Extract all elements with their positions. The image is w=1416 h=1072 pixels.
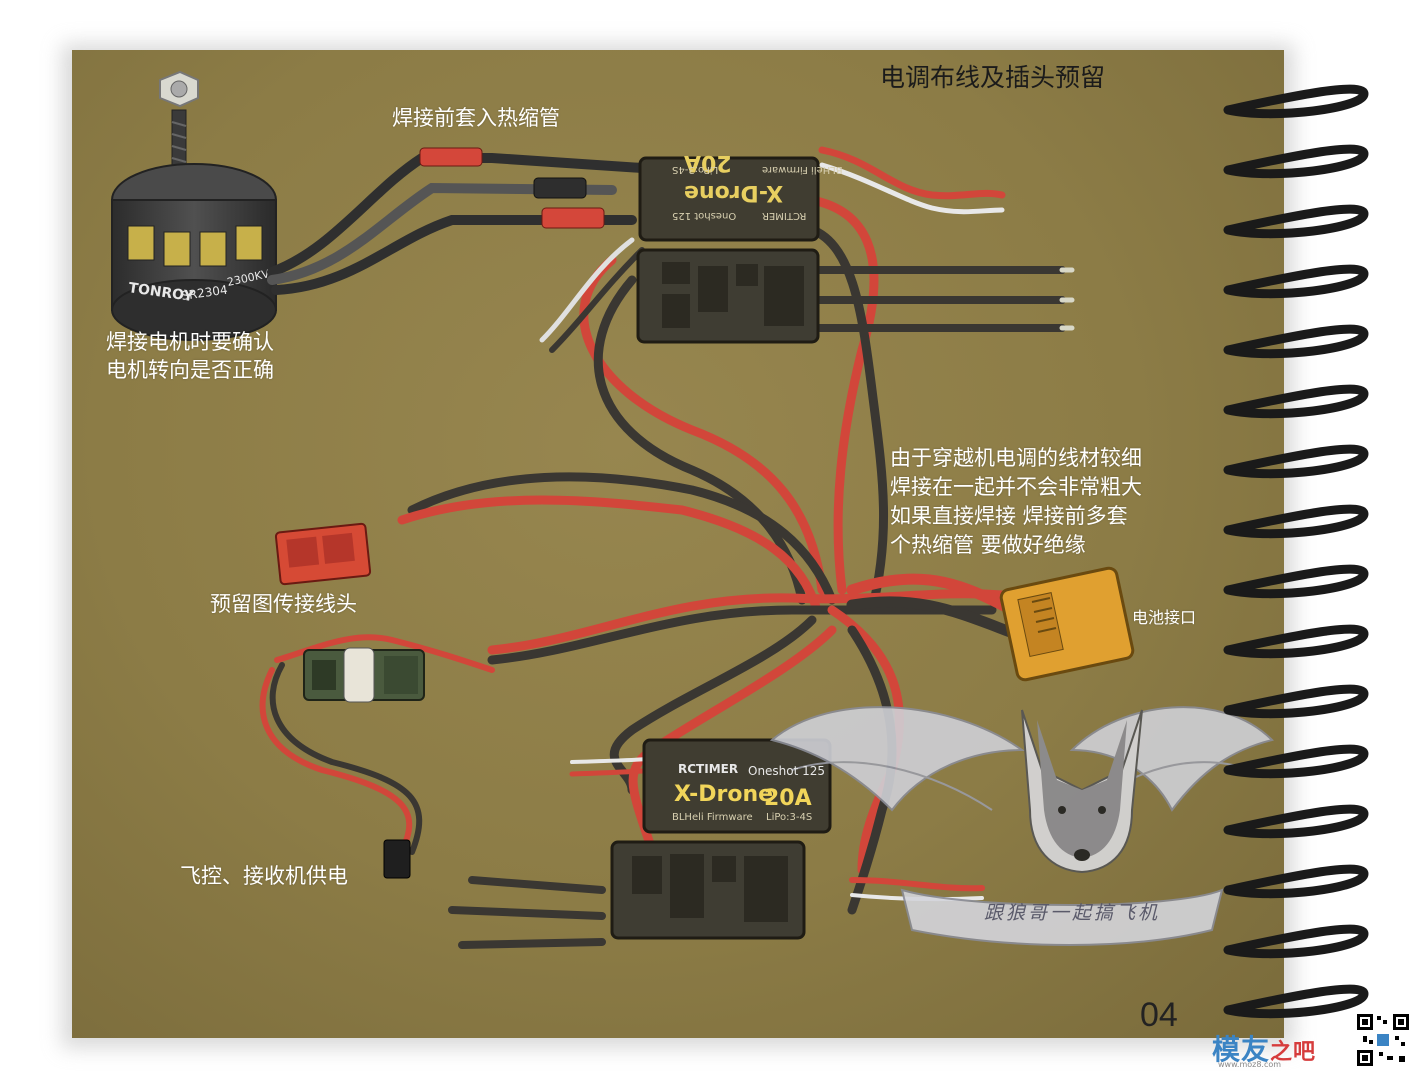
label-heatshrink: 焊接前套入热缩管 — [392, 106, 560, 130]
label-note-line1: 由于穿越机电调的线材较细 — [890, 446, 1142, 470]
watermark-text: 跟狼哥一起搞飞机 — [984, 902, 1161, 924]
esc-bottom-oneshot: Oneshot 125 — [748, 764, 826, 778]
notebook-page: TONROY SR2304 2300KV — [72, 50, 1284, 1038]
label-motor-check: 焊接电机时要确认 电机转向是否正确 — [106, 328, 274, 384]
esc-top-1 — [638, 156, 820, 242]
logo-url: www.moz8.com — [1218, 1060, 1282, 1069]
motor-lead-ends — [448, 266, 1075, 949]
logo-suffix: 之吧 — [1270, 1040, 1317, 1065]
battery-connector — [999, 566, 1135, 682]
label-solder-note: 由于穿越机电调的线材较细 焊接在一起并不会非常粗大 如果直接焊接 焊接前多套 个… — [890, 444, 1142, 560]
motor-illustration: TONROY SR2304 2300KV — [111, 70, 277, 341]
esc-top-name: X-Drone — [684, 180, 784, 205]
vtx-plug — [274, 522, 372, 586]
esc-bottom-rating: 20A — [764, 786, 812, 811]
page-number: 04 — [1140, 996, 1178, 1034]
page-title: 电调布线及插头预留 — [880, 63, 1106, 92]
wire-harness — [259, 146, 1058, 915]
logo-text: 模友 — [1212, 1033, 1271, 1066]
label-fc-power: 飞控、接收机供电 — [180, 864, 348, 888]
spiral-binding — [1223, 84, 1369, 1019]
label-motor-check-line2: 电机转向是否正确 — [106, 358, 274, 382]
esc-bottom-name: X-Drone — [674, 782, 774, 807]
label-note-line2: 焊接在一起并不会非常粗大 — [890, 475, 1142, 499]
label-battery: 电池接口 — [1132, 608, 1197, 627]
wiring-illustration: TONROY SR2304 2300KV — [111, 70, 1274, 949]
label-vtx-plug: 预留图传接线头 — [210, 592, 357, 616]
esc-top-oneshot: Oneshot 125 — [672, 210, 737, 221]
esc-bottom-2 — [610, 840, 806, 940]
esc-bottom-brand: RCTIMER — [678, 762, 739, 776]
label-motor-check-line1: 焊接电机时要确认 — [106, 330, 274, 354]
site-logo[interactable]: 模友之吧 — [1212, 1028, 1316, 1068]
esc-bottom-firmware: BLHeli Firmware — [672, 812, 753, 823]
label-note-line3: 如果直接焊接 焊接前多套 — [890, 504, 1128, 528]
wolf-watermark — [769, 706, 1274, 946]
qr-code-icon — [1355, 1012, 1411, 1068]
esc-top-lipo: LiPo:3-4S — [672, 164, 719, 175]
esc-top-brand: RCTIMER — [762, 210, 807, 221]
esc-top-2 — [636, 248, 820, 344]
esc-bottom-1 — [642, 738, 832, 834]
label-note-line4: 个热缩管 要做好绝缘 — [890, 533, 1086, 557]
motor-wires — [267, 147, 647, 295]
esc-bottom-lipo: LiPo:3-4S — [766, 812, 813, 823]
bec-module — [303, 647, 425, 879]
motor-model: SR2304 — [180, 283, 228, 303]
esc-top-firmware: BLHeli Firmware — [762, 164, 843, 175]
